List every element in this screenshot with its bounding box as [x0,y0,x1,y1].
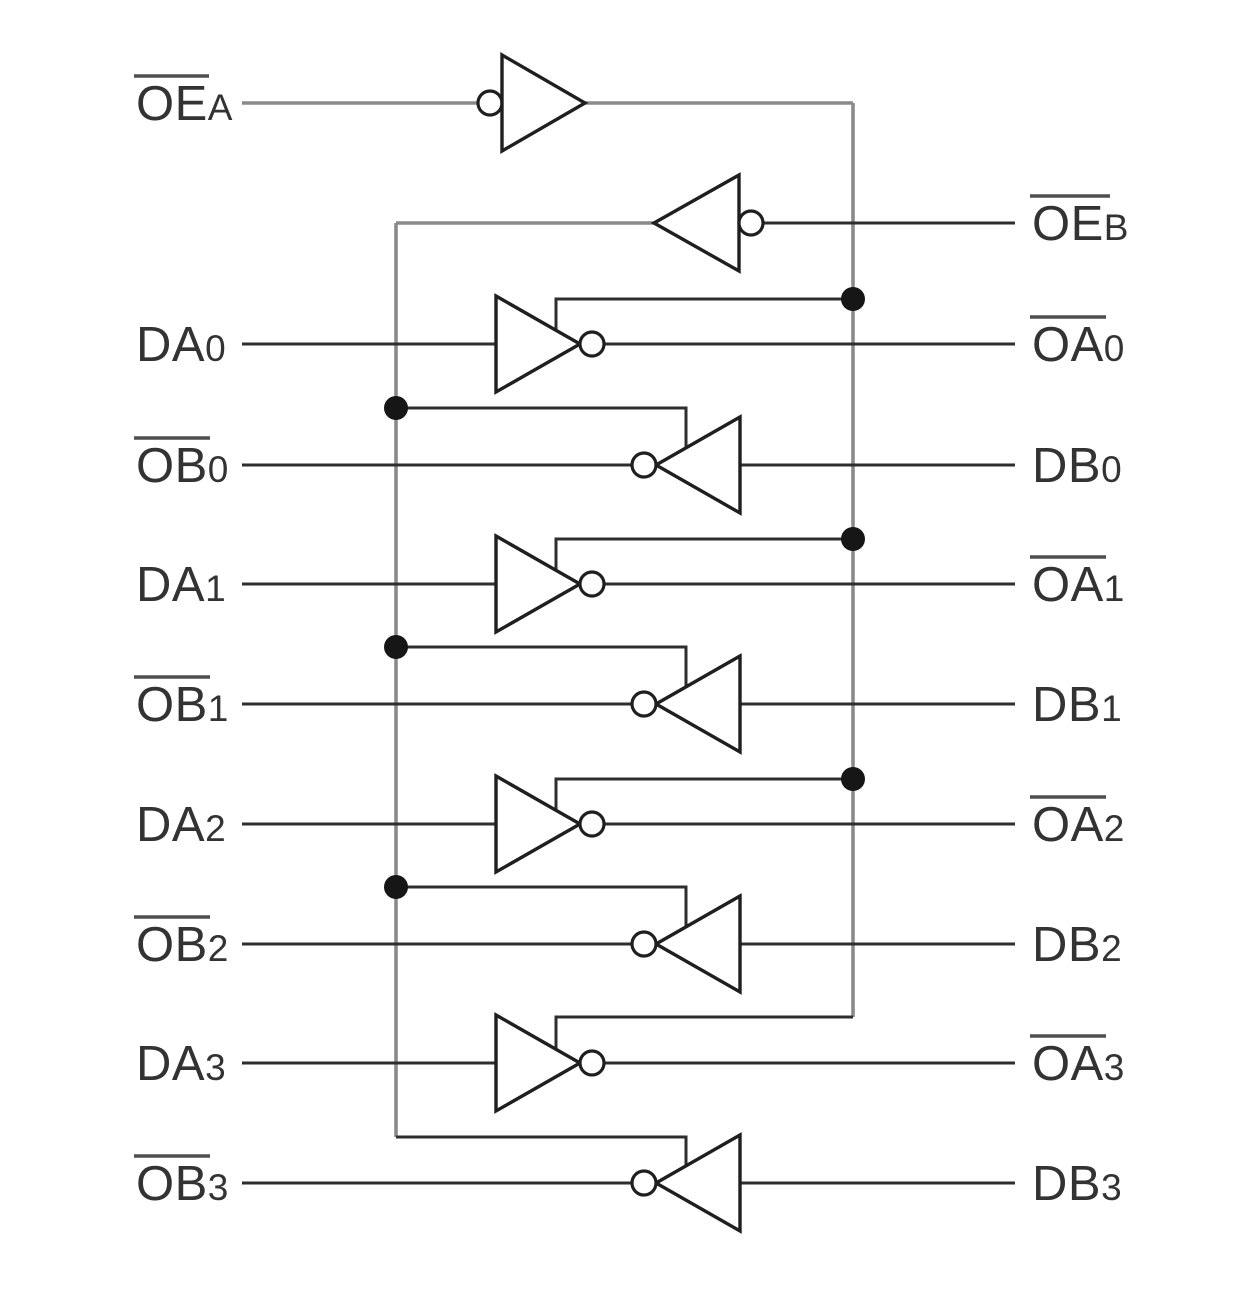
junction-dot-db2 [384,875,408,899]
label-db1: DB1 [1032,678,1122,732]
label-db0: DB0 [1032,439,1122,493]
gate-symbols [476,52,765,1234]
wire-da3-enable [554,1015,853,1053]
channel-3 [242,1015,1015,1185]
wire-da1-enable [554,537,853,574]
db3-buffer-icon [652,1132,742,1234]
da2-buffer-icon [494,773,584,875]
junction-dot-da1 [841,527,865,551]
label-oa1: OA1 [1032,558,1125,612]
wire-da0-enable [554,297,853,334]
oea-buffer-icon [500,52,589,154]
wire-db2-enable [396,885,688,928]
junction-dot-da0 [841,287,865,311]
db2-buffer-icon [652,893,742,995]
oeb-buffer-icon [650,172,741,274]
label-oa0: OA0 [1032,318,1125,372]
label-oea: OEA [136,77,233,131]
wire-db0-enable [396,406,688,449]
oeb-enable-gate [394,221,1015,1137]
wire-da2-enable [554,777,853,814]
da2-output-bubble-icon [578,810,606,838]
oeb-input-bubble-icon [737,209,765,237]
db1-output-bubble-icon [630,690,658,718]
db3-output-bubble-icon [630,1169,658,1197]
db2-output-bubble-icon [630,930,658,958]
db0-buffer-icon [652,414,742,516]
db1-buffer-icon [652,653,742,755]
label-da2: DA2 [136,798,226,852]
junction-dot-db1 [384,635,408,659]
label-db3: DB3 [1032,1157,1122,1211]
label-ob3: OB3 [136,1157,229,1211]
label-da1: DA1 [136,558,226,612]
oea-input-bubble-icon [476,89,504,117]
left-pin-labels: OEA DA0 OB0 DA1 OB1 DA2 OB2 DA3 OB3 [134,74,233,1211]
label-ob0: OB0 [136,439,229,493]
da3-output-bubble-icon [578,1049,606,1077]
label-ob1: OB1 [136,678,229,732]
wire-db3-enable [396,1135,688,1167]
junction-dot-db0 [384,396,408,420]
oea-enable-gate [242,101,855,1017]
label-da3: DA3 [136,1037,226,1091]
wire-db1-enable [396,645,688,688]
label-oa3: OA3 [1032,1037,1125,1091]
da1-buffer-icon [494,533,584,635]
da0-output-bubble-icon [578,330,606,358]
label-da0: DA0 [136,318,226,372]
channel-2 [242,777,1015,946]
label-oeb: OEB [1032,197,1129,251]
db0-output-bubble-icon [630,451,658,479]
label-oa2: OA2 [1032,798,1125,852]
channel-1 [242,537,1015,706]
da1-output-bubble-icon [578,570,606,598]
right-pin-labels: OEB OA0 DB0 OA1 DB1 OA2 DB2 OA3 DB3 [1030,194,1129,1211]
label-db2: DB2 [1032,918,1122,972]
channel-0 [242,297,1015,467]
junction-dots [384,287,865,899]
label-ob2: OB2 [136,918,229,972]
da3-buffer-icon [494,1012,584,1114]
da0-buffer-icon [494,293,584,395]
junction-dot-da2 [841,767,865,791]
